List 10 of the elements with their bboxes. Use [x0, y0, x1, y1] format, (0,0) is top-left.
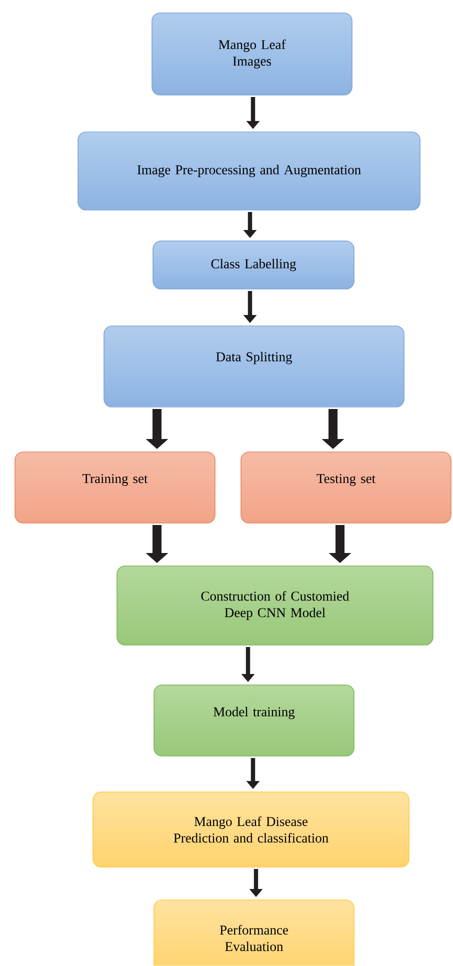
process-box: Performance Evaluation	[154, 900, 354, 966]
process-box: Mango Leaf Disease Prediction and classification	[92, 792, 410, 868]
process-box: Class Labelling	[152, 240, 354, 290]
process-box: Mango Leaf Images	[152, 12, 352, 96]
process-box: Construction of Customied Deep CNN Model	[116, 566, 434, 646]
process-box: Training set	[14, 452, 216, 524]
process-box: Testing set	[240, 452, 452, 524]
process-box: Model training	[154, 684, 354, 756]
process-box: Data Splitting	[104, 326, 404, 408]
process-box: Image Pre-processing and Augmentation	[78, 132, 420, 210]
